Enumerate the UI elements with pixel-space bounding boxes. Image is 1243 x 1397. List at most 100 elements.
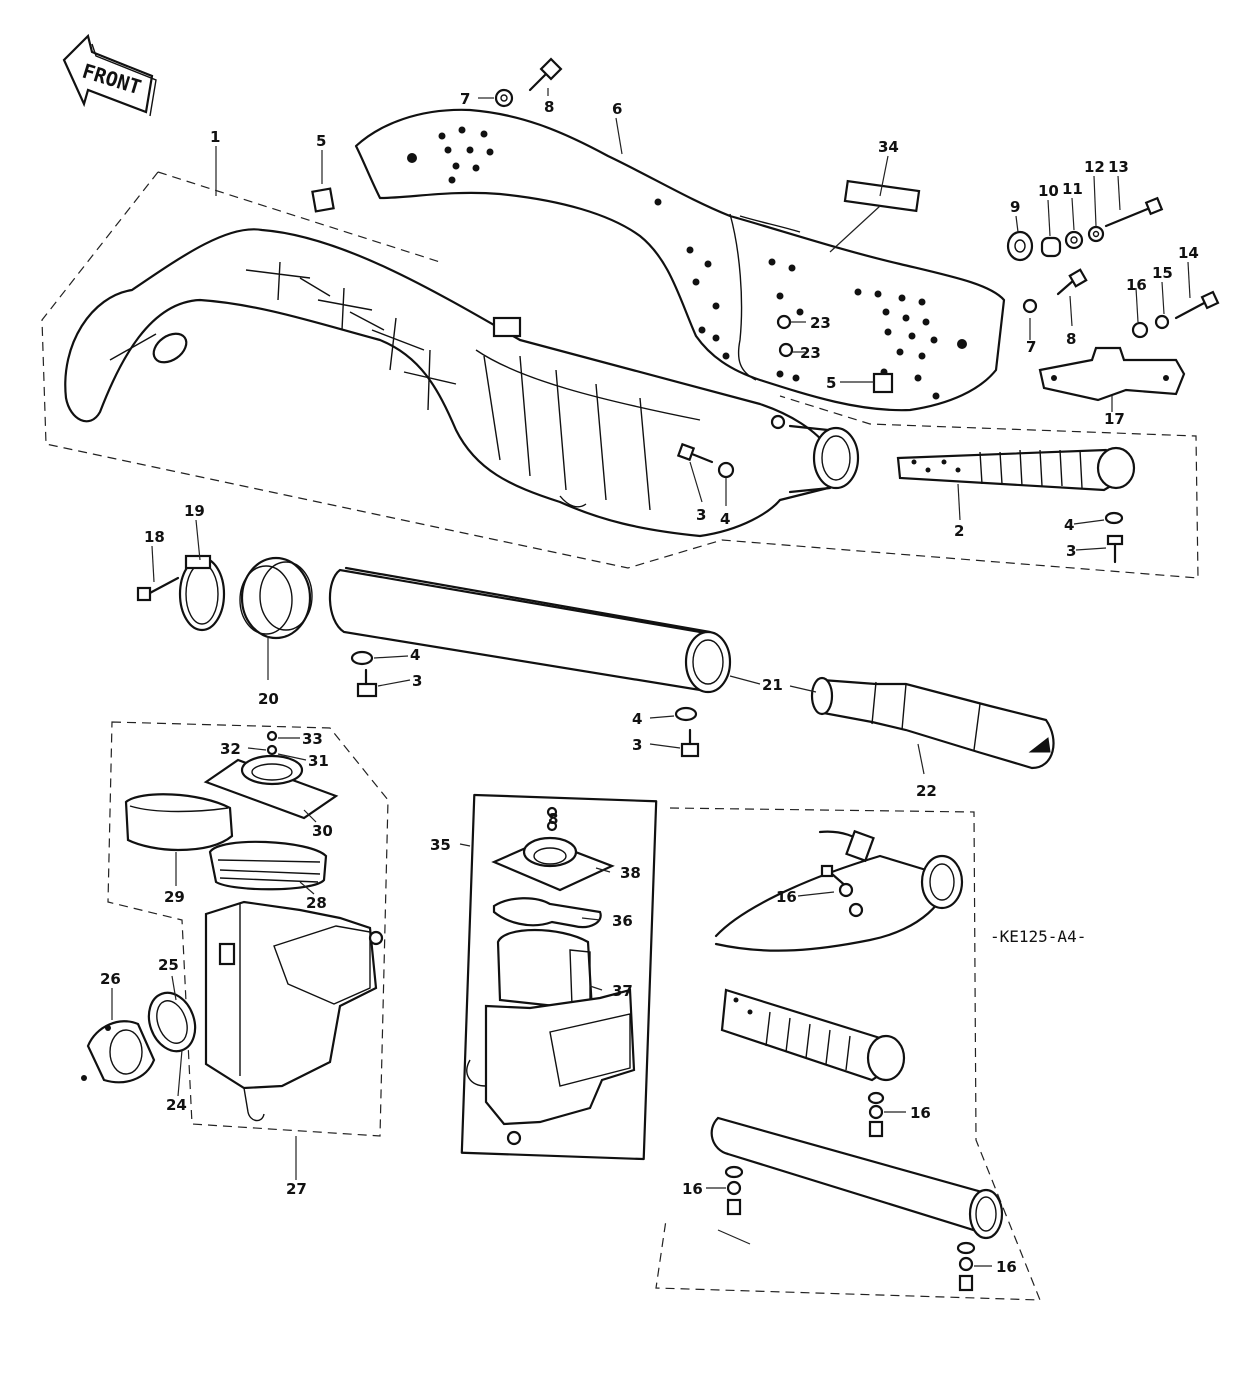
carburetor-holder-26: [81, 1020, 156, 1084]
callout-32: 32: [220, 740, 241, 758]
muffler-group-outline-top: [157, 171, 441, 263]
washers-16-left: [717, 1165, 751, 1245]
leader-lines: [111, 88, 1191, 1267]
intake-boot-24-25: [147, 991, 197, 1053]
washer-12: [1087, 225, 1105, 243]
callout-12: 12: [1084, 158, 1105, 176]
washer-15: [1154, 314, 1170, 330]
clamp-19: [178, 554, 226, 632]
model-code-label: -KE125-A4-: [990, 927, 1086, 946]
pipe-a4: [710, 1116, 1004, 1240]
washer-4-lower: [674, 706, 698, 722]
washer-16-bracket: [1131, 321, 1149, 339]
callout-10: 10: [1038, 182, 1059, 200]
callout-38: 38: [620, 864, 641, 882]
callout-8-top: 8: [544, 98, 554, 116]
filter-holder-plate-30: [203, 754, 339, 820]
heat-guard-plate: [843, 179, 921, 213]
callout-21: 21: [762, 676, 783, 694]
callout-17: 17: [1104, 410, 1125, 428]
grommet-9: [1006, 230, 1034, 262]
callout-30: 30: [312, 822, 333, 840]
washers-16-bottom: [956, 1241, 976, 1292]
callout-16-bracket: 16: [1126, 276, 1147, 294]
silencer-insert-a4: [720, 988, 906, 1082]
callout-37: 37: [612, 982, 633, 1000]
silencer-insert: [896, 446, 1136, 492]
callout-19: 19: [184, 502, 205, 520]
callout-22: 22: [916, 782, 937, 800]
silencer-tube-22: [810, 676, 1055, 770]
muffler-group-outline: [41, 171, 1199, 579]
callout-25: 25: [158, 956, 179, 974]
callout-18: 18: [144, 528, 165, 546]
spring-plate-36: [492, 897, 602, 929]
airbox-alt-housing: [466, 988, 636, 1146]
callout-26: 26: [100, 970, 121, 988]
bolt-3-muffler: [676, 442, 714, 464]
callout-1: 1: [210, 128, 220, 146]
bolt-16-a4: [820, 864, 864, 918]
heat-guard-clip-nuts: [311, 187, 894, 394]
bracket-17: [1038, 346, 1186, 402]
heat-guard: [354, 108, 1006, 412]
callout-16-mid: 16: [910, 1104, 931, 1122]
callout-23-upper: 23: [810, 314, 831, 332]
callout-16-outlet: 16: [776, 888, 797, 906]
washers-16-mid: [867, 1091, 885, 1138]
callout-3-lower: 3: [632, 736, 642, 754]
washer-31: [266, 744, 278, 756]
callout-8-airbox: 8: [548, 810, 558, 828]
washer-7-top: [494, 88, 514, 108]
bolt-8-right: [1056, 268, 1088, 296]
callout-4-muffler: 4: [720, 510, 730, 528]
callout-3-muffler: 3: [696, 506, 706, 524]
callout-8-right: 8: [1066, 330, 1076, 348]
callout-7-top: 7: [460, 90, 470, 108]
airbox-group-outline: [107, 721, 389, 1137]
muffler-cutouts: [245, 261, 457, 411]
callout-4-pipe: 4: [410, 646, 420, 664]
callout-20: 20: [258, 690, 279, 708]
gasket-20: [239, 556, 313, 640]
callout-6: 6: [612, 100, 622, 118]
callout-3-right: 3: [1066, 542, 1076, 560]
air-filter-37: [496, 928, 594, 1012]
muffler-outlet: [770, 414, 860, 494]
callout-14: 14: [1178, 244, 1199, 262]
callout-13: 13: [1108, 158, 1129, 176]
callout-3-pipe: 3: [412, 672, 422, 690]
collar-10: [1040, 236, 1062, 258]
callout-5-guard: 5: [826, 374, 836, 392]
bolt-13: [1104, 196, 1164, 228]
callout-23-lower: 23: [800, 344, 821, 362]
filter-holder-plate-38: [491, 836, 615, 892]
bolt-8-top: [528, 57, 563, 92]
callout-5-top: 5: [316, 132, 326, 150]
bolt-3-pipe: [356, 668, 378, 698]
washer-4-right: [1104, 511, 1124, 525]
callout-2: 2: [954, 522, 964, 540]
callout-34: 34: [878, 138, 899, 156]
front-arrow-icon: FRONT: [62, 33, 157, 117]
washer-4-pipe: [350, 650, 374, 666]
bolt-14: [1174, 290, 1220, 320]
bolt-3-lower: [680, 728, 700, 758]
callout-31: 31: [308, 752, 329, 770]
callout-16-left: 16: [682, 1180, 703, 1198]
callout-labels: 1 2 3 3 3 3 4 4 4 4 5 5 6 7 7 8 8 8 9 10…: [100, 90, 1199, 1276]
bolt-3-right: [1106, 534, 1124, 564]
screw-35-top: [546, 806, 558, 832]
callout-4-lower: 4: [632, 710, 642, 728]
washer-11: [1064, 230, 1084, 250]
muffler-body: [64, 228, 838, 538]
washer-4-muffler: [717, 461, 735, 479]
callout-16-bottom: 16: [996, 1258, 1017, 1276]
callout-29: 29: [164, 888, 185, 906]
callout-15: 15: [1152, 264, 1173, 282]
callout-24: 24: [166, 1096, 187, 1114]
callout-27: 27: [286, 1180, 307, 1198]
callout-35: 35: [430, 836, 451, 854]
callout-33: 33: [302, 730, 323, 748]
